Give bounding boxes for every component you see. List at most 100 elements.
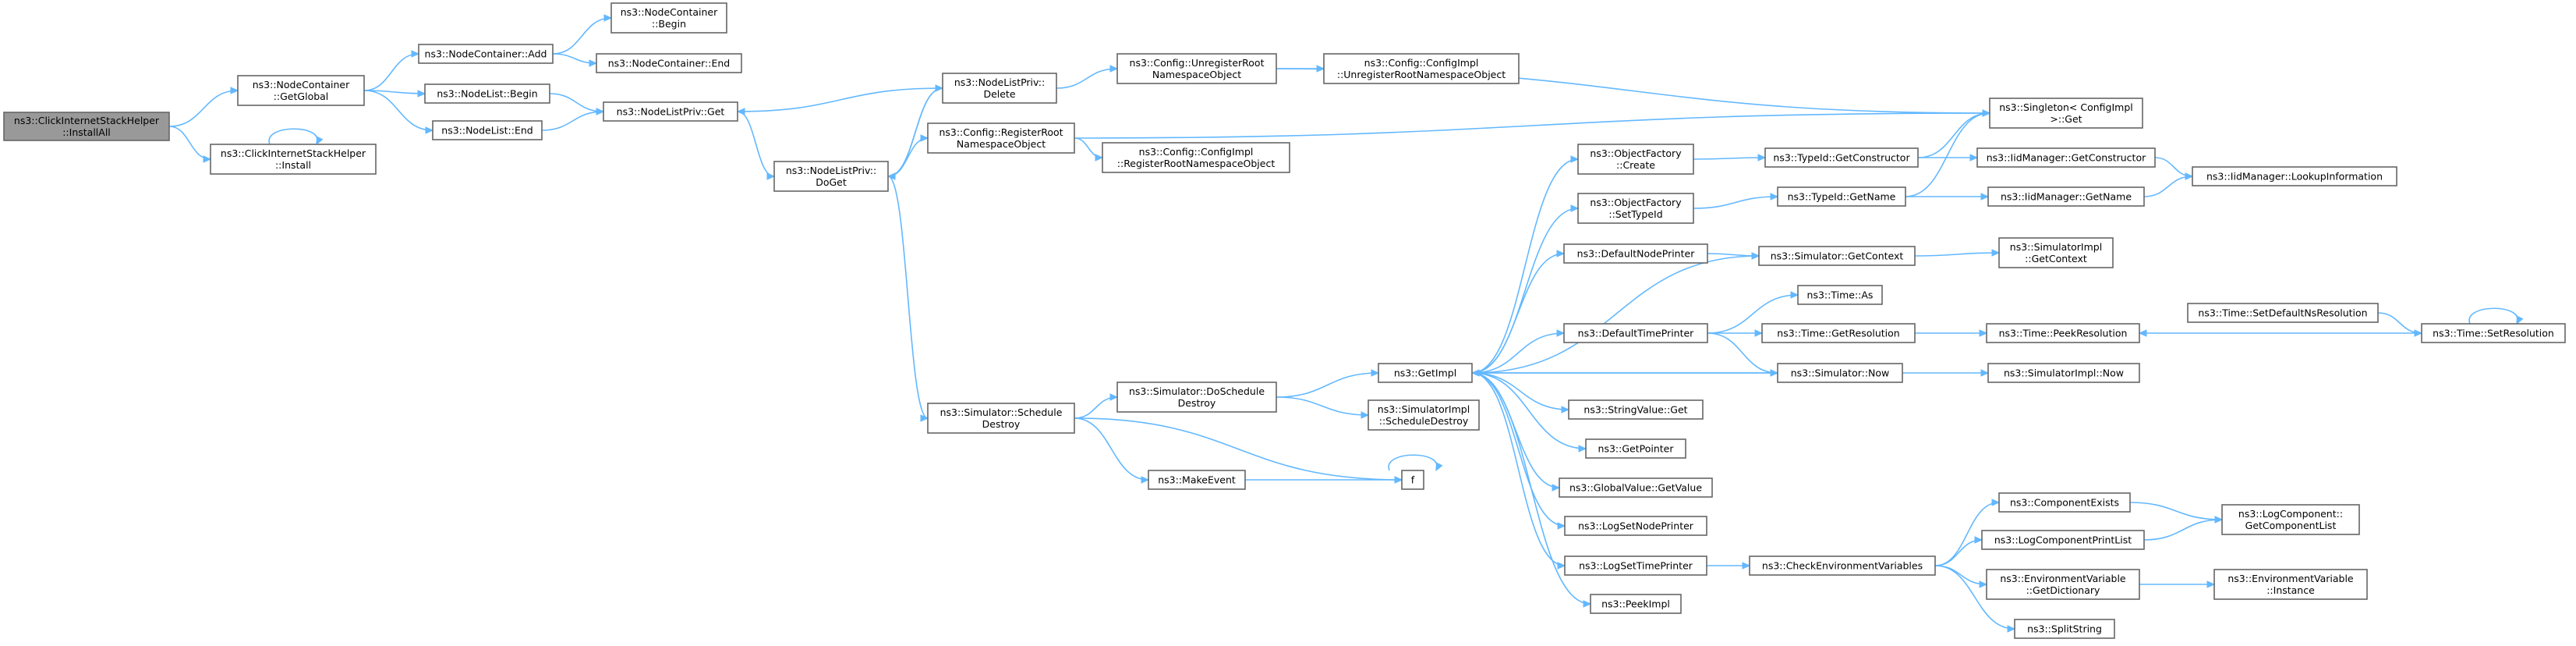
node-box[interactable]	[1577, 144, 1694, 175]
node-box[interactable]	[1998, 237, 2114, 268]
node-box[interactable]	[1986, 323, 2140, 343]
node-root[interactable]: ns3::ClickInternetStackHelper::InstallAl…	[3, 112, 170, 141]
node-time-getres[interactable]: ns3::Time::GetResolution	[1761, 323, 1916, 343]
node-singleton-get[interactable]: ns3::Singleton< ConfigImpl >::Get	[1989, 98, 2143, 129]
node-box[interactable]	[1749, 555, 1936, 576]
node-box[interactable]	[610, 2, 727, 34]
node-of-create[interactable]: ns3::ObjectFactory::Create	[1577, 144, 1694, 175]
node-box[interactable]	[1989, 98, 2143, 129]
node-envvar-instance[interactable]: ns3::EnvironmentVariable::Instance	[2213, 569, 2368, 600]
node-simimpl-sched[interactable]: ns3::SimulatorImpl::ScheduleDestroy	[1368, 399, 1480, 431]
node-iid-lookup[interactable]: ns3::IidManager::LookupInformation	[2192, 166, 2397, 186]
node-typeid-getname[interactable]: ns3::TypeId::GetName	[1777, 186, 1906, 207]
node-box[interactable]	[1761, 323, 1916, 343]
node-box[interactable]	[1777, 186, 1906, 207]
node-box[interactable]	[3, 112, 170, 141]
node-nl-begin[interactable]: ns3::NodeList::Begin	[424, 83, 550, 104]
node-box[interactable]	[1401, 470, 1424, 490]
node-box[interactable]	[1981, 530, 2145, 550]
node-box[interactable]	[1563, 243, 1708, 264]
node-simimpl-getcontext[interactable]: ns3::SimulatorImpl::GetContext	[1998, 237, 2114, 268]
node-box[interactable]	[1777, 363, 1903, 383]
node-globalvalue-get[interactable]: ns3::GlobalValue::GetValue	[1559, 477, 1713, 498]
node-nlp-delete[interactable]: ns3::NodeListPriv::Delete	[942, 73, 1057, 104]
node-box[interactable]	[1987, 363, 2140, 383]
node-time-as[interactable]: ns3::Time::As	[1797, 285, 1883, 305]
node-cfgimpl-reg[interactable]: ns3::Config::ConfigImpl::RegisterRootNam…	[1102, 142, 1290, 173]
node-box[interactable]	[1368, 399, 1480, 431]
node-box[interactable]	[1564, 516, 1707, 536]
node-box[interactable]	[1323, 53, 1520, 84]
node-getimpl[interactable]: ns3::GetImpl	[1378, 363, 1473, 383]
node-time-setdefault[interactable]: ns3::Time::SetDefaultNsResolution	[2187, 303, 2379, 323]
node-compexists[interactable]: ns3::ComponentExists	[1998, 492, 2131, 513]
node-box[interactable]	[1148, 470, 1246, 490]
node-cfg-reg[interactable]: ns3::Config::RegisterRootNamespaceObject	[927, 122, 1075, 154]
node-box[interactable]	[418, 44, 554, 64]
node-cfg-unreg[interactable]: ns3::Config::UnregisterRootNamespaceObje…	[1116, 53, 1277, 84]
node-box[interactable]	[1797, 285, 1883, 305]
node-box[interactable]	[1976, 147, 2156, 168]
node-defnodeprinter[interactable]: ns3::DefaultNodePrinter	[1563, 243, 1708, 264]
node-logcomp-getlist[interactable]: ns3::LogComponent::GetComponentList	[2221, 504, 2360, 535]
node-sim-getcontext[interactable]: ns3::Simulator::GetContext	[1758, 246, 1916, 266]
node-getpointer[interactable]: ns3::GetPointer	[1585, 438, 1686, 459]
node-splitstring[interactable]: ns3::SplitString	[2014, 619, 2115, 639]
node-box[interactable]	[1987, 186, 2145, 207]
node-logsettime[interactable]: ns3::LogSetTimePrinter	[1564, 555, 1707, 576]
node-nlp-get[interactable]: ns3::NodeListPriv::Get	[603, 101, 738, 122]
node-stringvalue-get[interactable]: ns3::StringValue::Get	[1568, 399, 1704, 420]
node-box[interactable]	[2221, 504, 2360, 535]
node-box[interactable]	[1577, 193, 1694, 224]
node-logsetnode[interactable]: ns3::LogSetNodePrinter	[1564, 516, 1707, 536]
node-box[interactable]	[942, 73, 1057, 104]
node-box[interactable]	[1998, 492, 2131, 513]
node-box[interactable]	[424, 83, 550, 104]
node-box[interactable]	[2213, 569, 2368, 600]
node-box[interactable]	[237, 75, 365, 106]
node-box[interactable]	[1102, 142, 1290, 173]
node-time-setres[interactable]: ns3::Time::SetResolution	[2421, 323, 2566, 343]
node-cfgimpl-unreg[interactable]: ns3::Config::ConfigImpl::UnregisterRootN…	[1323, 53, 1520, 84]
node-box[interactable]	[596, 53, 742, 73]
node-sim-now[interactable]: ns3::Simulator::Now	[1777, 363, 1903, 383]
node-nc-end[interactable]: ns3::NodeContainer::End	[596, 53, 742, 73]
node-box[interactable]	[1116, 53, 1277, 84]
node-nc-getglobal[interactable]: ns3::NodeContainer::GetGlobal	[237, 75, 365, 106]
node-box[interactable]	[927, 122, 1075, 154]
node-box[interactable]	[1585, 438, 1686, 459]
node-sim-schedule[interactable]: ns3::Simulator::ScheduleDestroy	[927, 403, 1075, 434]
node-box[interactable]	[1563, 323, 1708, 343]
node-box[interactable]	[927, 403, 1075, 434]
node-box[interactable]	[1764, 147, 1919, 168]
node-box[interactable]	[1568, 399, 1704, 420]
node-peekimpl[interactable]: ns3::PeekImpl	[1590, 594, 1682, 614]
node-simimpl-now[interactable]: ns3::SimulatorImpl::Now	[1987, 363, 2140, 383]
node-makeevent[interactable]: ns3::MakeEvent	[1148, 470, 1246, 490]
node-box[interactable]	[2187, 303, 2379, 323]
node-box[interactable]	[1758, 246, 1916, 266]
node-box[interactable]	[773, 161, 889, 192]
node-box[interactable]	[2192, 166, 2397, 186]
node-box[interactable]	[1590, 594, 1682, 614]
node-nc-add[interactable]: ns3::NodeContainer::Add	[418, 44, 554, 64]
node-nlp-doget[interactable]: ns3::NodeListPriv::DoGet	[773, 161, 889, 192]
node-box[interactable]	[603, 101, 738, 122]
node-cish-install[interactable]: ns3::ClickInternetStackHelper::Install	[210, 144, 377, 175]
node-box[interactable]	[2014, 619, 2115, 639]
node-f[interactable]: f	[1401, 470, 1424, 490]
node-box[interactable]	[2421, 323, 2566, 343]
node-checkenv[interactable]: ns3::CheckEnvironmentVariables	[1749, 555, 1936, 576]
node-box[interactable]	[1564, 555, 1707, 576]
node-time-peekres[interactable]: ns3::Time::PeekResolution	[1986, 323, 2140, 343]
node-typeid-getctor[interactable]: ns3::TypeId::GetConstructor	[1764, 147, 1919, 168]
node-box[interactable]	[432, 120, 543, 140]
node-box[interactable]	[1559, 477, 1713, 498]
node-deftimeprinter[interactable]: ns3::DefaultTimePrinter	[1563, 323, 1708, 343]
node-nl-end[interactable]: ns3::NodeList::End	[432, 120, 543, 140]
node-box[interactable]	[1116, 382, 1277, 413]
node-box[interactable]	[210, 144, 377, 175]
node-of-settypeid[interactable]: ns3::ObjectFactory::SetTypeId	[1577, 193, 1694, 224]
node-envvar-getdict[interactable]: ns3::EnvironmentVariable::GetDictionary	[1986, 569, 2140, 600]
